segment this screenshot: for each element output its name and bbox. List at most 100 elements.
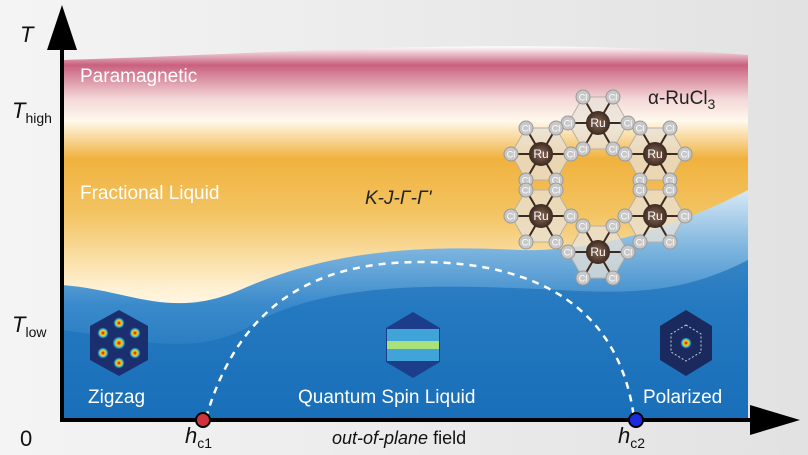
cl-label: Cl (624, 119, 633, 129)
ru-label: Ru (590, 116, 605, 130)
cl-atom (518, 120, 534, 136)
cl-label: Cl (609, 273, 618, 283)
cl-atom (677, 208, 693, 224)
material-sub: 3 (707, 96, 716, 112)
t-high-main: T (12, 98, 26, 123)
cl-label: Cl (507, 212, 516, 222)
cl-atom (548, 182, 564, 198)
cl-label: Cl (609, 144, 618, 154)
cl-label: Cl (564, 248, 573, 258)
x-axis-label: out-of-plane field (332, 428, 466, 449)
ru-atom (529, 142, 553, 166)
cl-atom (518, 234, 534, 250)
cl-atom (605, 270, 621, 286)
cl-atom (575, 89, 591, 105)
origin-label: 0 (20, 426, 33, 451)
hc2-marker (628, 412, 644, 428)
x-axis-label-italic: out-of-plane (332, 428, 429, 448)
cl-label: Cl (666, 237, 675, 247)
ru-label: Ru (590, 245, 605, 259)
polarized-structure-factor-icon (660, 310, 712, 376)
cl-atom (662, 234, 678, 250)
t-high-label: Thigh (12, 98, 52, 126)
ru-atom (643, 142, 667, 166)
qsl-structure-factor-icon (386, 312, 440, 378)
cl-atom (548, 234, 564, 250)
cl-atom (563, 146, 579, 162)
cl-atom (632, 120, 648, 136)
cl-label: Cl (636, 175, 645, 185)
ru-atom (586, 240, 610, 264)
cl-label: Cl (681, 150, 690, 160)
cl-atom (662, 182, 678, 198)
t-low-sub: low (25, 324, 47, 340)
hc2-sub: c2 (630, 435, 646, 451)
hc2-label: hc2 (618, 423, 645, 451)
fractional-liquid-label: Fractional Liquid (80, 183, 220, 204)
cl-label: Cl (522, 175, 531, 185)
cl-atom (548, 120, 564, 136)
t-low-main: T (12, 312, 26, 337)
cl-label: Cl (579, 93, 588, 103)
cl-label: Cl (507, 150, 516, 160)
paramagnetic-label: Paramagnetic (80, 66, 198, 87)
t-low-label: Tlow (12, 312, 46, 340)
cl-label: Cl (567, 150, 576, 160)
hc2-main: h (618, 423, 631, 448)
cl-atom (620, 244, 636, 260)
y-axis-arrow-icon (47, 5, 77, 50)
ru-label: Ru (533, 147, 548, 161)
cl-label: Cl (636, 237, 645, 247)
cl-label: Cl (579, 273, 588, 283)
cl-atom (605, 89, 621, 105)
model-label: K-J-Γ-Γ' (365, 188, 432, 209)
cl-label: Cl (666, 186, 675, 196)
cl-atom (662, 120, 678, 136)
hc1-label: hc1 (185, 423, 212, 451)
cl-atom (677, 146, 693, 162)
cl-label: Cl (522, 186, 531, 196)
cl-label: Cl (522, 124, 531, 134)
cl-label: Cl (636, 186, 645, 196)
cl-label: Cl (552, 175, 561, 185)
cl-label: Cl (636, 124, 645, 134)
ru-label: Ru (647, 147, 662, 161)
cl-atom (503, 146, 519, 162)
zigzag-structure-factor-icon (90, 310, 148, 376)
ru-label: Ru (647, 209, 662, 223)
cl-label: Cl (552, 237, 561, 247)
cl-atom (617, 208, 633, 224)
ru-atom (586, 111, 610, 135)
cl-label: Cl (666, 124, 675, 134)
cl-label: Cl (567, 212, 576, 222)
cl-label: Cl (552, 124, 561, 134)
y-axis-label: T (20, 22, 34, 47)
cl-atom (563, 208, 579, 224)
x-axis-arrow-icon (750, 405, 800, 435)
cl-label: Cl (666, 175, 675, 185)
cl-label: Cl (624, 248, 633, 258)
cl-label: Cl (609, 93, 618, 103)
qsl-label: Quantum Spin Liquid (298, 387, 476, 408)
hc1-main: h (185, 423, 198, 448)
ru-label: Ru (533, 209, 548, 223)
cl-label: Cl (564, 119, 573, 129)
material-name: α-RuCl (648, 88, 708, 109)
cl-label: Cl (621, 212, 630, 222)
qsl-phase-boundary (204, 260, 636, 419)
cl-atom (617, 146, 633, 162)
material-label: α-RuCl3 (648, 88, 715, 112)
t-high-sub: high (25, 110, 52, 126)
cl-label: Cl (579, 222, 588, 232)
cl-label: Cl (579, 144, 588, 154)
cl-label: Cl (621, 150, 630, 160)
polarized-label: Polarized (643, 387, 723, 408)
zigzag-label: Zigzag (88, 387, 146, 408)
x-axis-label-rest: field (428, 428, 467, 448)
cl-atom (518, 182, 534, 198)
cl-atom (575, 218, 591, 234)
cl-label: Cl (552, 186, 561, 196)
cl-atom (503, 208, 519, 224)
